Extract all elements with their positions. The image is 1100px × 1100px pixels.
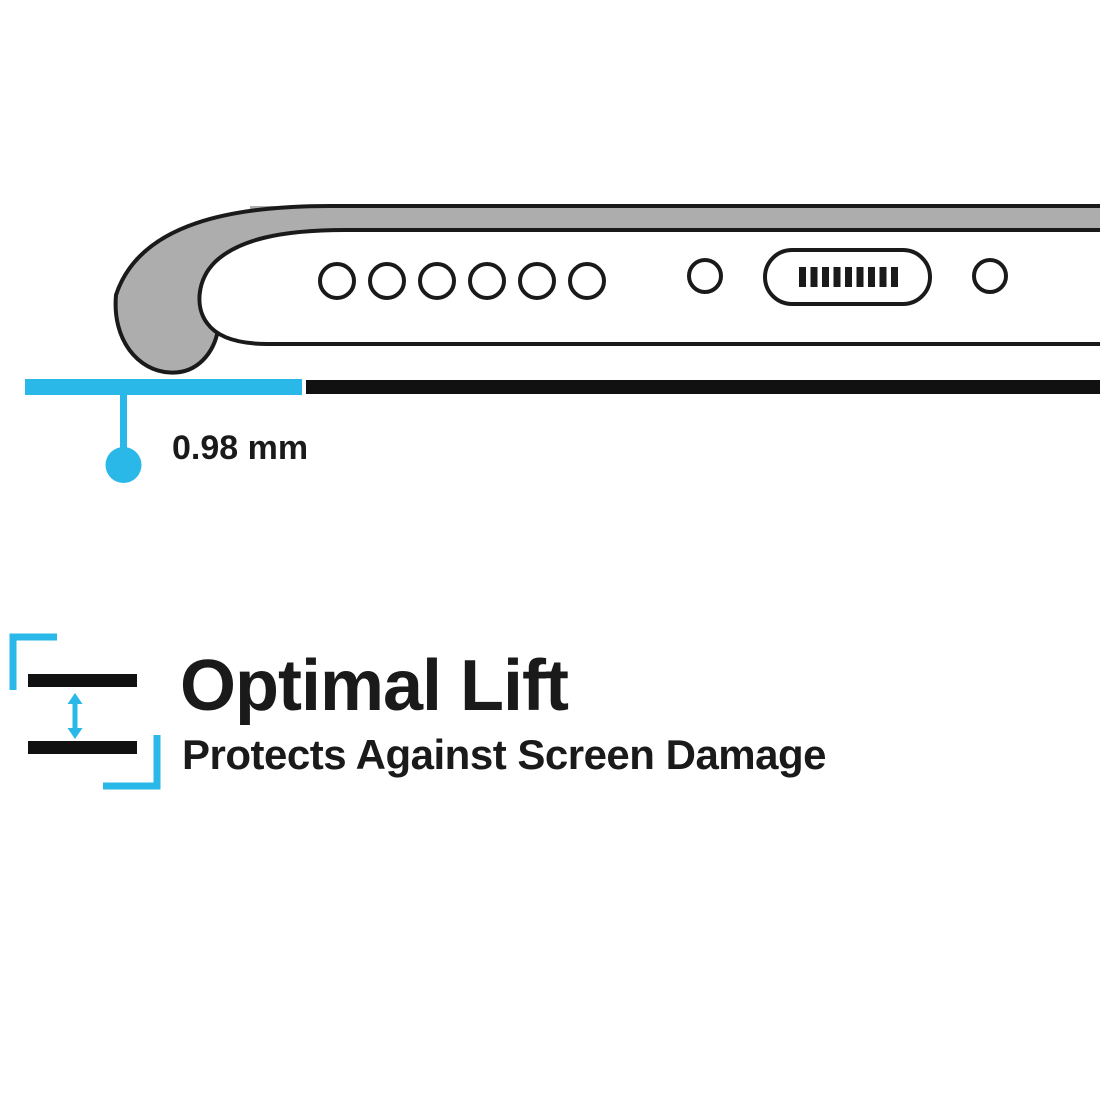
measurement-dot-icon — [105, 447, 142, 483]
screw-hole-right — [972, 258, 1008, 294]
screen-bar-bottom — [28, 741, 137, 754]
lift-arrow-icon — [67, 693, 83, 739]
corner-bracket-bottom-right-icon — [103, 735, 161, 790]
screen-bar-top — [28, 674, 137, 687]
case-top-band — [250, 206, 1100, 230]
speaker-holes — [318, 262, 606, 300]
surface-line — [25, 379, 1100, 395]
surface-bar — [306, 380, 1100, 394]
speaker-hole — [518, 262, 556, 300]
feature-subtitle: Protects Against Screen Damage — [182, 731, 826, 778]
charging-port — [763, 248, 932, 306]
feature-text: Optimal Lift Protects Against Screen Dam… — [180, 646, 827, 778]
measurement-label: 0.98 mm — [172, 429, 308, 467]
lift-gap-highlight-bar — [25, 379, 302, 395]
lift-pictogram — [9, 633, 161, 790]
measurement-callout: 0.98 mm — [105, 395, 308, 483]
speaker-hole — [468, 262, 506, 300]
screw-hole-left — [687, 258, 723, 294]
speaker-hole — [568, 262, 606, 300]
measurement-drop-line — [120, 395, 127, 453]
speaker-hole — [318, 262, 356, 300]
phone-bottom-illustration — [113, 204, 1100, 375]
corner-bracket-top-left-icon — [9, 633, 57, 690]
speaker-hole — [368, 262, 406, 300]
feature-title: Optimal Lift — [180, 646, 569, 726]
speaker-hole — [418, 262, 456, 300]
